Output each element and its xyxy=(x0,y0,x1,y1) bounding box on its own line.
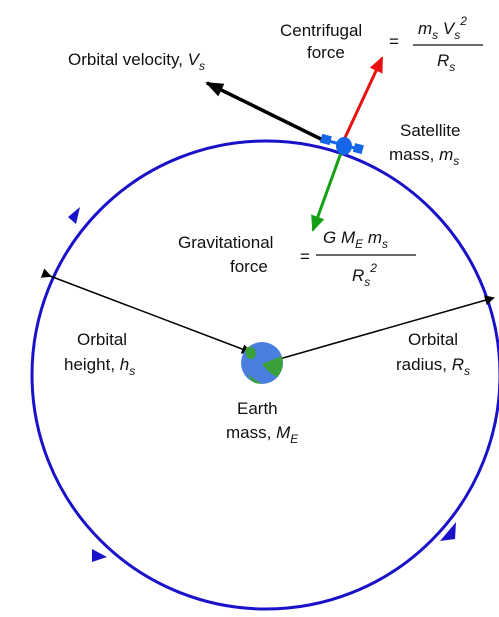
orbital-radius-arrow xyxy=(252,295,495,372)
satellite-label-line1: Satellite xyxy=(400,121,460,140)
earth-icon xyxy=(241,342,283,384)
orbit-circle xyxy=(30,139,499,611)
earth-label-line2: mass, ME xyxy=(226,423,299,446)
centrifugal-arrow xyxy=(341,56,384,143)
velocity-arrow xyxy=(205,81,330,145)
orbital-radius-label-line2: radius, Rs xyxy=(396,355,470,378)
centrifugal-equals: = xyxy=(389,32,399,51)
gravitational-label-line1: Gravitational xyxy=(178,233,273,252)
orbit-arrow-bottom-right xyxy=(440,522,456,541)
centrifugal-label-line2: force xyxy=(307,43,345,62)
centrifugal-formula-denominator: Rs xyxy=(437,51,455,74)
orbit-arrow-left xyxy=(68,207,80,224)
orbital-velocity-label: Orbital velocity, Vs xyxy=(68,50,205,73)
orbit-direction-arrows xyxy=(68,207,456,562)
satellite-label-line2: mass, ms xyxy=(389,145,459,168)
earth-label-line1: Earth xyxy=(237,399,278,418)
gravitational-equals: = xyxy=(300,247,310,266)
gravitational-formula-denominator: Rs2 xyxy=(352,261,377,289)
orbital-height-label-line1: Orbital xyxy=(77,330,127,349)
gravity-arrow xyxy=(311,149,344,232)
orbital-height-arrow xyxy=(40,268,252,354)
gravitational-label-line2: force xyxy=(230,257,268,276)
satellite-icon xyxy=(319,133,364,155)
orbit-arrow-bottom-left xyxy=(92,549,107,562)
centrifugal-label-line1: Centrifugal xyxy=(280,21,362,40)
centrifugal-formula-numerator: ms Vs2 xyxy=(418,14,467,42)
gravitational-formula-numerator: G ME ms xyxy=(323,228,388,251)
orbital-height-label-line2: height, hs xyxy=(64,355,135,378)
orbital-radius-label-line1: Orbital xyxy=(408,330,458,349)
